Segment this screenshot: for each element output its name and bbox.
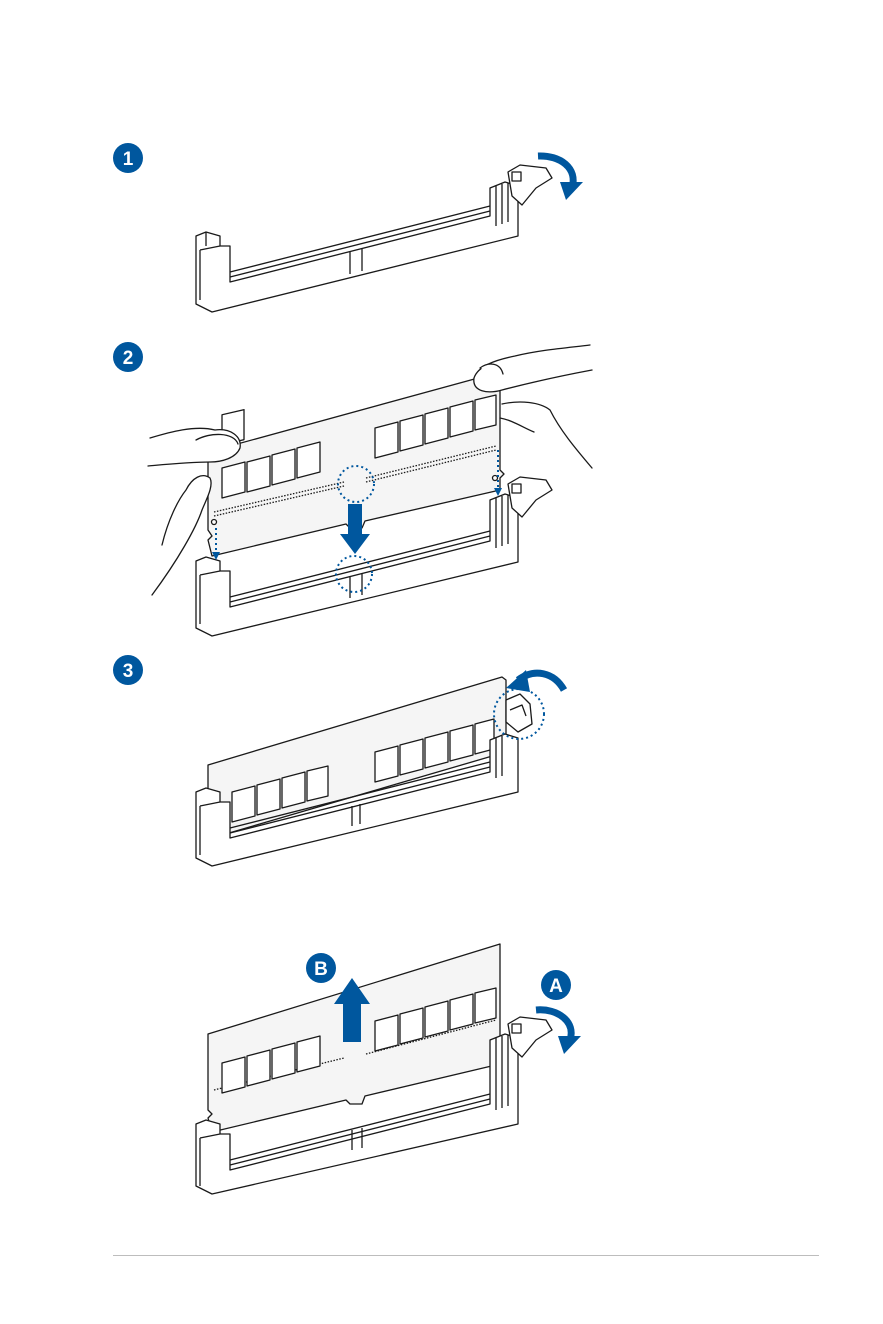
page-divider xyxy=(113,1255,819,1256)
slot-latch-open xyxy=(508,1017,552,1057)
removal-group: B A xyxy=(196,944,581,1194)
dimm-slot xyxy=(196,182,518,312)
step-3-group: 3 xyxy=(113,655,564,866)
latch-close-arrow xyxy=(506,670,564,692)
badge-b: B xyxy=(306,953,336,983)
step-3-badge-label: 3 xyxy=(123,661,134,682)
badge-a: A xyxy=(541,970,571,1000)
step-1-badge-label: 1 xyxy=(123,149,134,170)
step-1-group: 1 xyxy=(113,143,583,312)
step-2-badge: 2 xyxy=(113,342,143,372)
slot-latch-open xyxy=(508,165,552,205)
step-2-badge-label: 2 xyxy=(123,348,134,369)
badge-b-label: B xyxy=(314,959,328,980)
badge-a-label: A xyxy=(549,976,563,997)
slot-latch-closed xyxy=(506,694,532,732)
slot-latch-open xyxy=(508,477,552,517)
step-2-group: 2 xyxy=(113,342,592,636)
step-1-badge: 1 xyxy=(113,143,143,173)
step-3-badge: 3 xyxy=(113,655,143,685)
